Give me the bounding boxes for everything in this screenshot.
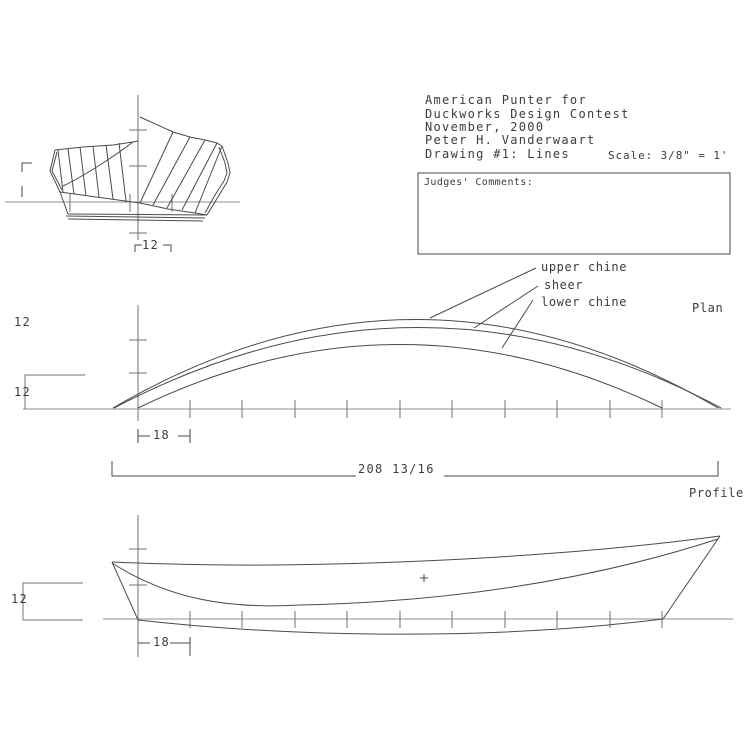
title-line-3: November, 2000 — [425, 120, 545, 134]
overall-length-dimension — [111, 461, 719, 477]
body-plan-dim-12: 12 — [142, 238, 160, 252]
label-upper-chine: upper chine — [541, 260, 628, 274]
plan-sheer-curve — [113, 327, 722, 409]
profile-dim-18: 18 — [153, 635, 171, 649]
plan-dim-18: 18 — [153, 428, 171, 442]
title-line-1: American Punter for — [425, 93, 587, 107]
title-line-4: Peter H. Vanderwaart — [425, 133, 596, 147]
body-plan-view — [5, 95, 240, 252]
plan-view — [23, 267, 731, 477]
plan-dim-12-lower: 12 — [14, 385, 32, 399]
profile-stem-line — [111, 561, 139, 621]
profile-bottom-line — [137, 618, 664, 635]
profile-dim-12: 12 — [11, 592, 29, 606]
profile-view-title: Profile — [689, 486, 744, 500]
profile-sheer-line — [111, 535, 721, 566]
profile-view — [22, 515, 733, 657]
label-sheer: sheer — [544, 278, 584, 292]
plan-upper-chine-curve — [112, 319, 719, 409]
label-lower-chine: lower chine — [541, 295, 628, 309]
title-line-5: Drawing #1: Lines — [425, 147, 570, 161]
title-line-2: Duckworks Design Contest — [425, 107, 630, 121]
judges-comments-label: Judges' Comments: — [424, 177, 534, 188]
plus-marker — [420, 574, 428, 582]
scale-note: Scale: 3/8" = 1' — [608, 149, 729, 162]
judges-comments-box — [417, 172, 731, 255]
plan-dim-12-upper: 12 — [14, 315, 32, 329]
plan-view-title: Plan — [692, 301, 724, 315]
datum-mark — [21, 162, 32, 172]
leader-lower-chine — [501, 299, 534, 349]
leader-upper-chine — [429, 267, 537, 319]
profile-transom-line — [662, 535, 721, 620]
overall-length-dim-text: 208 13/16 — [358, 462, 435, 476]
leader-sheer — [473, 285, 539, 329]
profile-chine-line — [111, 538, 719, 607]
plan-lower-chine-curve — [137, 344, 663, 409]
